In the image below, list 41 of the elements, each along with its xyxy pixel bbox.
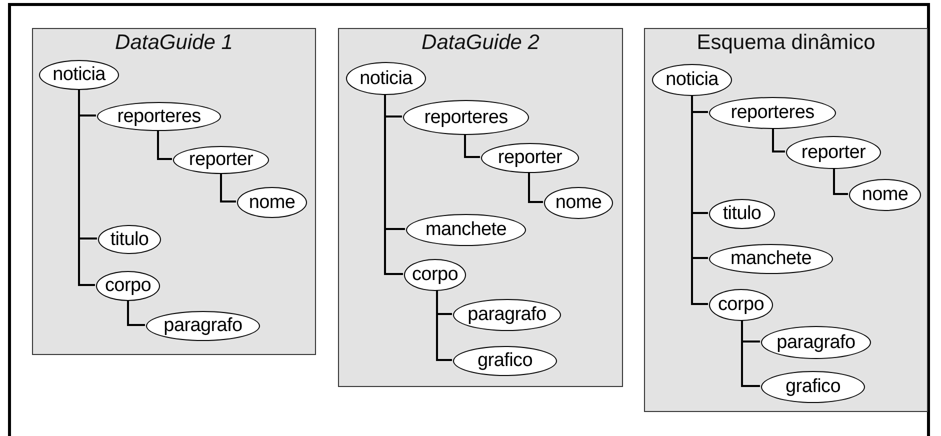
panel (32, 28, 316, 355)
element-ellipse: paragrafo (146, 311, 260, 341)
tree-connector (220, 173, 236, 202)
element-ellipse: paragrafo (761, 326, 871, 359)
tree-connector (833, 168, 848, 195)
element-ellipse: reporter (481, 143, 579, 173)
element-ellipse: grafico (761, 371, 865, 403)
panel-title: Esquema dinâmico (696, 31, 876, 55)
element-ellipse: nome (849, 179, 921, 211)
element-ellipse: grafico (453, 346, 557, 376)
element-ellipse: titulo (709, 199, 775, 229)
panel-title: DataGuide 1 (114, 31, 234, 55)
tree-connector (528, 172, 543, 203)
element-ellipse: noticia (346, 62, 426, 95)
tree-connector (384, 94, 403, 275)
panel (644, 28, 928, 412)
tree-connector (127, 300, 145, 326)
element-ellipse: reporter (786, 136, 881, 169)
tree-connector (772, 128, 785, 152)
element-ellipse: corpo (96, 271, 160, 301)
element-ellipse: noticia (652, 64, 732, 96)
element-ellipse: titulo (98, 225, 161, 254)
element-ellipse: reporteres (709, 97, 836, 129)
element-ellipse: corpo (404, 259, 466, 291)
tree-connector (78, 89, 95, 286)
element-ellipse: nome (237, 187, 307, 218)
element-ellipse: reporteres (97, 102, 221, 131)
element-ellipse: corpo (709, 289, 773, 321)
element-ellipse: noticia (39, 60, 119, 90)
panel (338, 28, 623, 387)
element-ellipse: reporter (173, 146, 269, 174)
element-ellipse: nome (544, 187, 613, 219)
element-ellipse: reporteres (403, 100, 529, 135)
element-ellipse: manchete (709, 244, 833, 274)
panel-title: DataGuide 2 (420, 31, 540, 55)
element-ellipse: manchete (406, 214, 526, 246)
element-ellipse: paragrafo (453, 299, 561, 331)
tree-connector (691, 95, 708, 305)
tree-connector (464, 134, 480, 158)
tree-connector (436, 290, 452, 361)
tree-connector (157, 130, 172, 160)
